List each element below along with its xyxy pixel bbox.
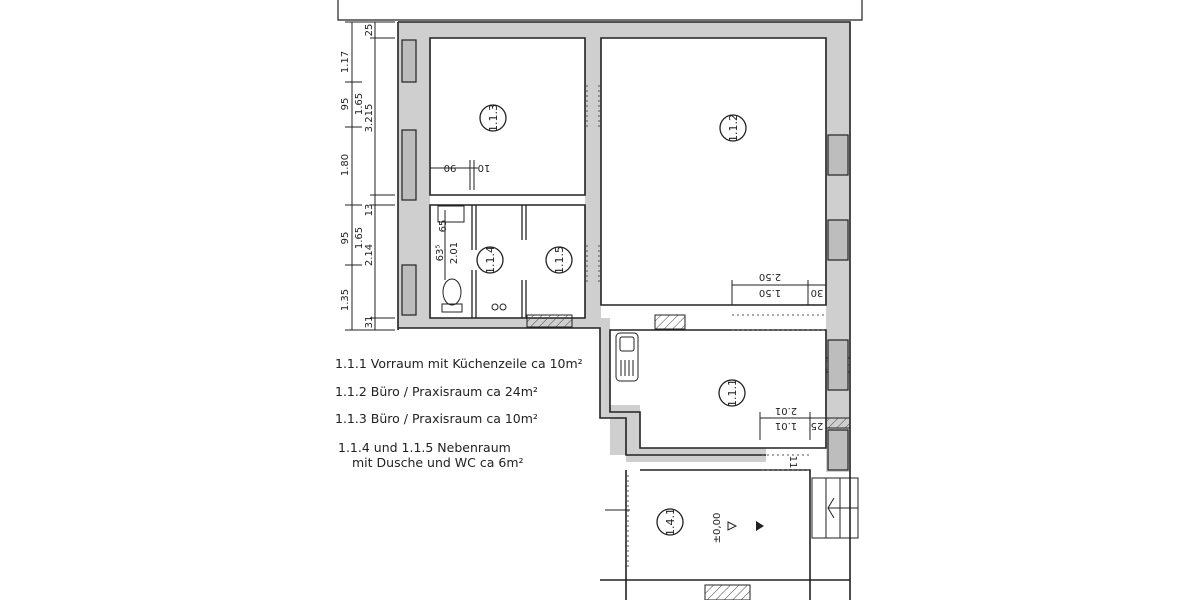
dim-label: 30	[811, 287, 824, 298]
room-label-1-1-5: 1.1.5	[553, 246, 566, 274]
dim-label: 3.215	[364, 104, 375, 133]
dim-label: 2.50	[759, 271, 781, 282]
dim-label: 65	[438, 220, 449, 233]
legend-item: 1.1.1 Vorraum mit Küchenzeile ca 10m²	[335, 356, 583, 371]
legend-item: 1.1.4 und 1.1.5 Nebenraum	[338, 440, 511, 455]
dim-label: 1.35	[340, 289, 351, 311]
legend-item: 1.1.3 Büro / Praxisraum ca 10m²	[335, 411, 538, 426]
dim-label: 25	[811, 420, 824, 431]
dim-label: 25	[364, 24, 375, 37]
dim-label: 1.65	[354, 93, 365, 115]
dim-label: 11	[787, 456, 798, 469]
dim-label: 1.01	[775, 420, 797, 431]
legend-item: mit Dusche und WC ca 6m²	[352, 455, 524, 470]
dim-label: 2.14	[364, 244, 375, 266]
room-label-1-4-1: 1.4.1	[664, 508, 677, 536]
dim-label: 13	[364, 204, 375, 217]
dim-label: 90	[444, 162, 457, 173]
room-label-1-1-2: 1.1.2	[727, 114, 740, 142]
dim-label: 1.65	[354, 227, 365, 249]
room-label-1-1-4: 1.1.4	[484, 246, 497, 274]
dim-label: 2.01	[775, 405, 797, 416]
legend-item: 1.1.2 Büro / Praxisraum ca 24m²	[335, 384, 538, 399]
dim-label: 1.17	[340, 51, 351, 73]
dim-label: 1.50	[759, 287, 781, 298]
dim-label: 10	[478, 162, 491, 173]
dim-label: 95	[340, 98, 351, 111]
dim-label: 31	[364, 316, 375, 329]
dim-label: 63⁵	[435, 245, 446, 262]
dim-label: 2.01	[449, 242, 460, 264]
dim-label: 95	[340, 232, 351, 245]
dim-label: 1.80	[340, 154, 351, 176]
room-label-1-1-3: 1.1.3	[487, 104, 500, 132]
room-label-1-1-1: 1.1.1	[726, 379, 739, 407]
level-marker: ±0,00	[712, 513, 723, 544]
